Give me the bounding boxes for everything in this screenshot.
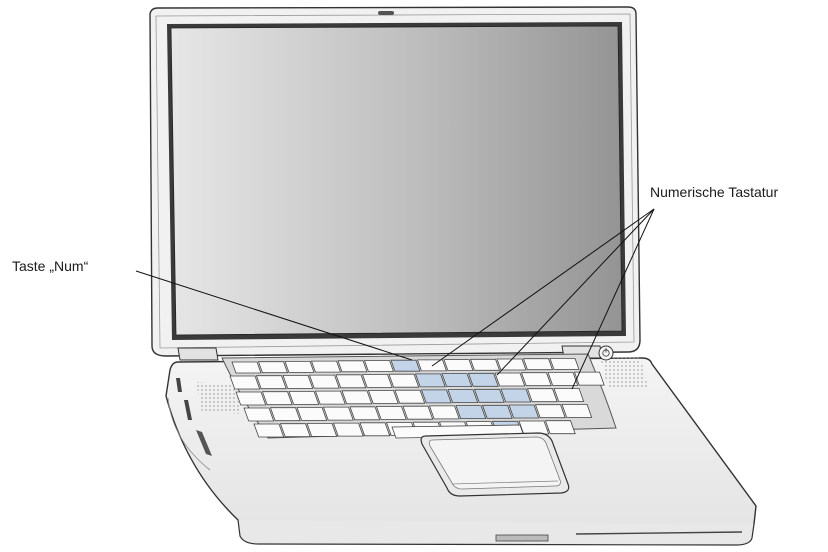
- keypad-key: [448, 390, 478, 403]
- keyboard-key: [369, 391, 399, 404]
- num-key: [391, 360, 420, 371]
- keyboard-key: [236, 392, 266, 405]
- keyboard-key: [403, 406, 433, 419]
- power-button-icon: [599, 346, 613, 360]
- keyboard-key: [263, 392, 293, 405]
- keyboard-key: [395, 390, 425, 403]
- keyboard-key: [281, 424, 311, 437]
- keyboard-key: [257, 376, 287, 389]
- keyboard-key: [363, 375, 393, 388]
- keyboard-key: [548, 372, 578, 385]
- keyboard-key: [285, 361, 314, 372]
- keyboard-key: [550, 358, 579, 369]
- keyboard-key: [310, 375, 340, 388]
- keyboard-key: [536, 405, 566, 418]
- keypad-key: [509, 405, 539, 418]
- keypad-key: [475, 389, 505, 402]
- keyboard-key: [316, 391, 346, 404]
- keyboard-key: [312, 361, 341, 372]
- keyboard-key: [430, 406, 460, 419]
- keyboard-key: [230, 376, 260, 389]
- keyboard-key: [283, 375, 313, 388]
- keyboard-key: [562, 404, 592, 417]
- keyboard-key: [522, 373, 552, 386]
- keyboard-key: [271, 408, 301, 421]
- keyboard-key: [365, 361, 394, 372]
- keyboard-key: [554, 388, 584, 401]
- keypad-key: [456, 406, 486, 419]
- keyboard-key: [307, 423, 337, 436]
- keyboard-key: [546, 421, 576, 434]
- label-num-key: Taste „Num“: [12, 258, 88, 274]
- keyboard-key: [259, 362, 288, 373]
- camera-latch: [378, 11, 394, 15]
- keyboard-key: [350, 407, 380, 420]
- keyboard-key: [528, 389, 558, 402]
- keyboard-key: [338, 361, 367, 372]
- screen: [171, 26, 622, 335]
- keyboard-key: [360, 423, 390, 436]
- keyboard-key: [342, 391, 372, 404]
- keypad-key: [442, 374, 472, 387]
- keyboard-key: [524, 359, 553, 370]
- keyboard-key: [471, 359, 500, 370]
- keyboard-key: [254, 424, 284, 437]
- label-numeric-keypad: Numerische Tastatur: [650, 184, 778, 200]
- keyboard-key: [418, 360, 447, 371]
- keyboard-key: [495, 373, 525, 386]
- keypad-key: [469, 373, 499, 386]
- keypad-key: [483, 405, 513, 418]
- keyboard-key: [232, 362, 261, 373]
- laptop-base: [166, 346, 756, 545]
- keyboard-key: [324, 407, 354, 420]
- keypad-key: [416, 374, 446, 387]
- keyboard-key: [389, 374, 419, 387]
- keypad-key: [501, 389, 531, 402]
- keyboard-key: [334, 423, 364, 436]
- keyboard-key: [297, 407, 327, 420]
- keypad-key: [422, 390, 452, 403]
- keyboard-key: [244, 408, 274, 421]
- keyboard-key: [289, 391, 319, 404]
- keyboard-key: [444, 360, 473, 371]
- keyboard-key: [497, 359, 526, 370]
- keyboard-key: [336, 375, 366, 388]
- display-lid: [150, 7, 640, 360]
- keyboard-key: [519, 421, 549, 434]
- keyboard-key: [377, 407, 407, 420]
